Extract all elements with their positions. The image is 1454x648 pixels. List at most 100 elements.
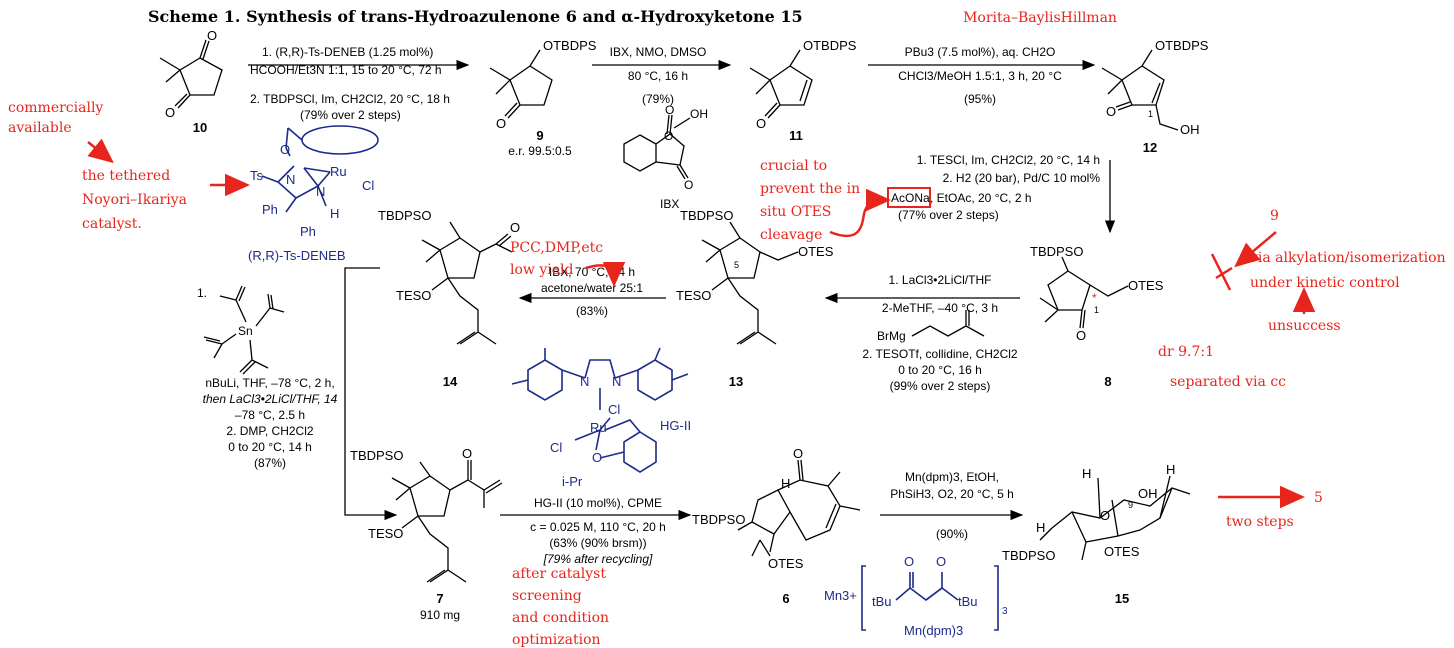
compound-15-structure: H H H OH O TBDPSO OTES 9: [1002, 462, 1191, 563]
label-13: 13: [729, 374, 743, 389]
label-9-er: e.r. 99.5:0.5: [508, 144, 572, 158]
compound-8-structure: TBDPSO OTES O * 1: [1030, 244, 1164, 343]
svg-text:Cl: Cl: [608, 402, 620, 417]
grignard-structure: BrMg: [877, 310, 985, 343]
step4-acona: AcONa: [891, 191, 930, 205]
svg-text:O: O: [756, 116, 766, 131]
svg-text:N: N: [316, 184, 325, 199]
svg-text:O: O: [1106, 104, 1116, 119]
step5-line5: (99% over 2 steps): [890, 379, 991, 393]
svg-text:O: O: [936, 554, 946, 569]
svg-text:H: H: [1082, 466, 1091, 481]
svg-text:BrMg: BrMg: [877, 329, 906, 343]
ibx-structure: O OH O O IBX: [623, 103, 708, 211]
svg-text:*: *: [1092, 291, 1097, 305]
hoveyda-grubbs-ii-structure: N N Ru Cl Cl O i-Pr HG-II: [511, 347, 691, 489]
label-15: 15: [1115, 591, 1129, 606]
label-6: 6: [782, 591, 789, 606]
step5-line2: 2-MeTHF, –40 °C, 3 h: [882, 301, 998, 315]
svg-text:OTES: OTES: [798, 244, 834, 259]
deneb-label: (R,R)-Ts-DENEB: [248, 248, 346, 263]
svg-text:TESO: TESO: [676, 288, 711, 303]
svg-text:OTES: OTES: [768, 556, 804, 571]
step8-line4: [79% after recycling]: [543, 552, 653, 566]
label-11: 11: [789, 128, 803, 143]
label-10: 10: [193, 120, 207, 135]
svg-text:i-Pr: i-Pr: [562, 474, 583, 489]
note-mbh: Morita–BaylisHillman: [963, 10, 1117, 26]
step1-line3: 2. TBDPSCl, Im, CH2Cl2, 20 °C, 18 h: [250, 92, 450, 106]
svg-text:O: O: [665, 103, 674, 117]
svg-text:O: O: [207, 28, 217, 43]
svg-text:Mn3+: Mn3+: [824, 588, 857, 603]
mndpm-label: Mn(dpm)3: [904, 623, 963, 638]
compound-9-structure: OTBDPS O: [489, 38, 597, 131]
label-7-mass: 910 mg: [420, 608, 460, 622]
step8-line2: c = 0.025 M, 110 °C, 20 h: [530, 520, 666, 534]
svg-text:Ru: Ru: [590, 420, 607, 435]
step3-line3: (95%): [964, 92, 996, 106]
svg-text:O: O: [793, 446, 803, 461]
svg-text:O: O: [462, 446, 472, 461]
label-14: 14: [443, 374, 458, 389]
hgii-label: HG-II: [660, 418, 691, 433]
compound-13-structure: TBDPSO OTES TESO 5: [676, 208, 834, 345]
note-tethered-3: catalyst.: [82, 216, 142, 232]
svg-text:H: H: [330, 206, 339, 221]
svg-text:O: O: [1076, 328, 1086, 343]
note-five: 5: [1314, 490, 1323, 506]
step5-line3: 2. TESOTf, collidine, CH2Cl2: [862, 347, 1017, 361]
svg-text:tBu: tBu: [872, 594, 892, 609]
svg-text:OH: OH: [690, 107, 708, 121]
step7-line2: then LaCl3•2LiCl/THF, 14: [203, 392, 338, 406]
svg-text:Ts: Ts: [250, 168, 264, 183]
svg-text:OH: OH: [1180, 122, 1200, 137]
svg-text:TESO: TESO: [368, 526, 403, 541]
note-dr: dr 9.7:1: [1158, 344, 1214, 360]
step2-line1: IBX, NMO, DMSO: [610, 45, 707, 59]
note-nine: 9: [1270, 208, 1279, 224]
svg-text:TBDPSO: TBDPSO: [1030, 244, 1083, 259]
svg-text:N: N: [580, 374, 589, 389]
svg-text:TBDPSO: TBDPSO: [378, 208, 431, 223]
note-crucial-4: cleavage: [760, 227, 822, 243]
step7-line5: 0 to 20 °C, 14 h: [228, 440, 312, 454]
step7-line3: –78 °C, 2.5 h: [235, 408, 305, 422]
step9-line2: PhSiH3, O2, 20 °C, 5 h: [890, 487, 1014, 501]
note-two-steps: two steps: [1226, 514, 1294, 530]
svg-text:3: 3: [1002, 606, 1008, 617]
compound-7-structure: TBDPSO O TESO: [350, 446, 503, 583]
svg-text:TBDPSO: TBDPSO: [680, 208, 733, 223]
svg-text:N: N: [286, 172, 295, 187]
svg-text:9: 9: [1128, 500, 1133, 510]
step1-line1: 1. (R,R)-Ts-DENEB (1.25 mol%): [262, 45, 433, 59]
svg-text:Ru: Ru: [330, 164, 347, 179]
svg-text:H: H: [1036, 520, 1045, 535]
note-commercial-1: commercially: [8, 100, 103, 116]
svg-text:O: O: [664, 129, 673, 143]
step4-line3: , EtOAc, 20 °C, 2 h: [930, 191, 1032, 205]
compound-10-structure: O O: [159, 28, 223, 120]
svg-text:5: 5: [734, 260, 739, 270]
step1-line4: (79% over 2 steps): [300, 108, 401, 122]
label-7: 7: [436, 591, 443, 606]
step5-line4: 0 to 20 °C, 16 h: [898, 363, 982, 377]
svg-text:H: H: [1166, 462, 1175, 477]
mn-dpm3-structure: Mn3+ O O tBu tBu 3 Mn(dpm)3: [824, 554, 1008, 638]
label-8: 8: [1104, 374, 1111, 389]
note-tethered-1: the tethered: [82, 168, 170, 184]
tetraisopropenyltin-structure: Sn: [203, 285, 285, 375]
crossed-out-mark: [1210, 253, 1233, 291]
svg-text:TESO: TESO: [396, 288, 431, 303]
step5-line1: 1. LaCl3•2LiCl/THF: [889, 273, 992, 287]
step3-line2: CHCl3/MeOH 1.5:1, 3 h, 20 °C: [898, 69, 1062, 83]
step8-line1: HG-II (10 mol%), CPME: [534, 496, 662, 510]
step4-line4: (77% over 2 steps): [898, 208, 999, 222]
step7-line1: nBuLi, THF, –78 °C, 2 h,: [205, 376, 334, 390]
note-tethered-2: Noyori–Ikariya: [82, 192, 187, 208]
svg-text:Ph: Ph: [262, 202, 278, 217]
svg-text:OTBDPS: OTBDPS: [1155, 38, 1209, 53]
svg-text:OTES: OTES: [1104, 544, 1140, 559]
note-screening-2: screening: [512, 588, 582, 604]
